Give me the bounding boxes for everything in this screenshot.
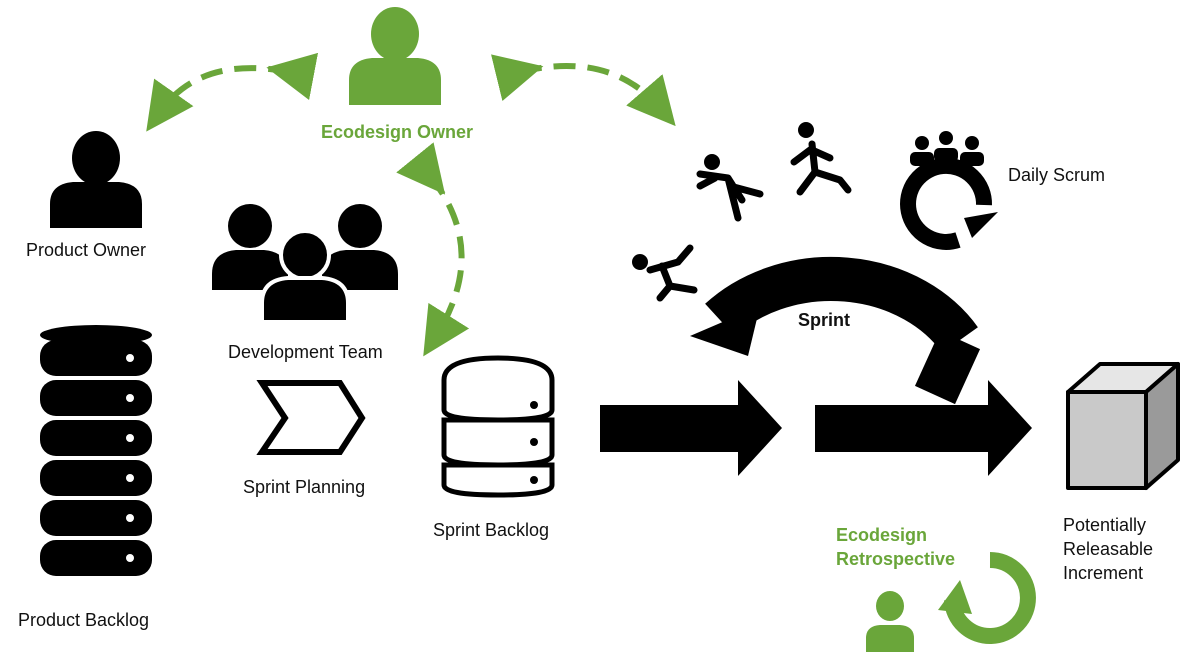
sprint-backlog-label: Sprint Backlog — [433, 520, 550, 540]
ecodesign-retrospective-line2: Retrospective — [836, 549, 956, 569]
ecodesign-owner-icon — [349, 7, 441, 105]
sprint-planning-label: Sprint Planning — [243, 477, 366, 497]
product-owner-icon — [50, 131, 142, 228]
cube-icon — [1066, 362, 1180, 490]
increment-line1: Potentially — [1063, 515, 1147, 535]
development-team-label: Development Team — [228, 342, 383, 362]
runner-icons — [632, 122, 852, 302]
runner-icon — [790, 122, 852, 196]
chevron-icon — [256, 380, 366, 455]
sprint-backlog-database-icon — [441, 355, 555, 498]
team-icon — [212, 204, 398, 324]
runner-icon — [632, 244, 698, 302]
increment-line2: Releasable — [1063, 539, 1154, 559]
arrow-owner-to-sprint — [490, 54, 676, 127]
sprint-label: Sprint — [798, 310, 850, 330]
ecodesign-retrospective-line1: Ecodesign — [836, 525, 928, 545]
daily-scrum-icon — [900, 131, 998, 250]
retrospective-icon — [866, 552, 1036, 652]
ecodesign-retrospective-label: Ecodesign Retrospective — [836, 523, 955, 571]
product-owner-label: Product Owner — [26, 240, 147, 260]
daily-scrum-label: Daily Scrum — [1008, 165, 1106, 185]
ecodesign-owner-links — [146, 52, 676, 357]
increment-line3: Increment — [1063, 563, 1144, 583]
sprint-loop-icon — [690, 257, 1032, 476]
ecodesign-owner-label: Ecodesign Owner — [321, 122, 474, 142]
increment-label: Potentially Releasable Increment — [1063, 513, 1153, 585]
flow-arrow-to-sprint — [600, 380, 782, 476]
product-backlog-database-icon — [40, 325, 152, 576]
arrow-owner-to-product-owner — [146, 52, 319, 132]
product-backlog-label: Product Backlog — [18, 610, 150, 630]
arrow-owner-to-sprint-backlog — [396, 142, 470, 357]
runner-icon — [696, 154, 764, 222]
